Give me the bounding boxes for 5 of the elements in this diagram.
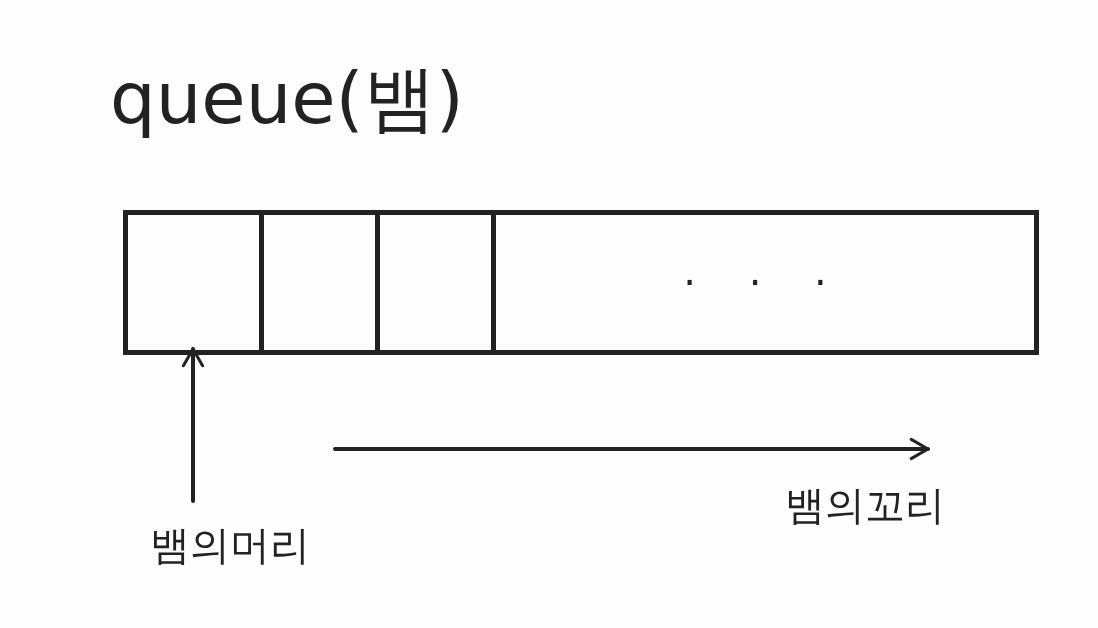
label-text: 뱀의꼬리 [785, 481, 945, 530]
queue-box [123, 210, 1039, 355]
arrow [181, 347, 205, 503]
queue-cell: · · · [496, 215, 1034, 350]
label-text: 뱀의머리 [130, 505, 330, 585]
